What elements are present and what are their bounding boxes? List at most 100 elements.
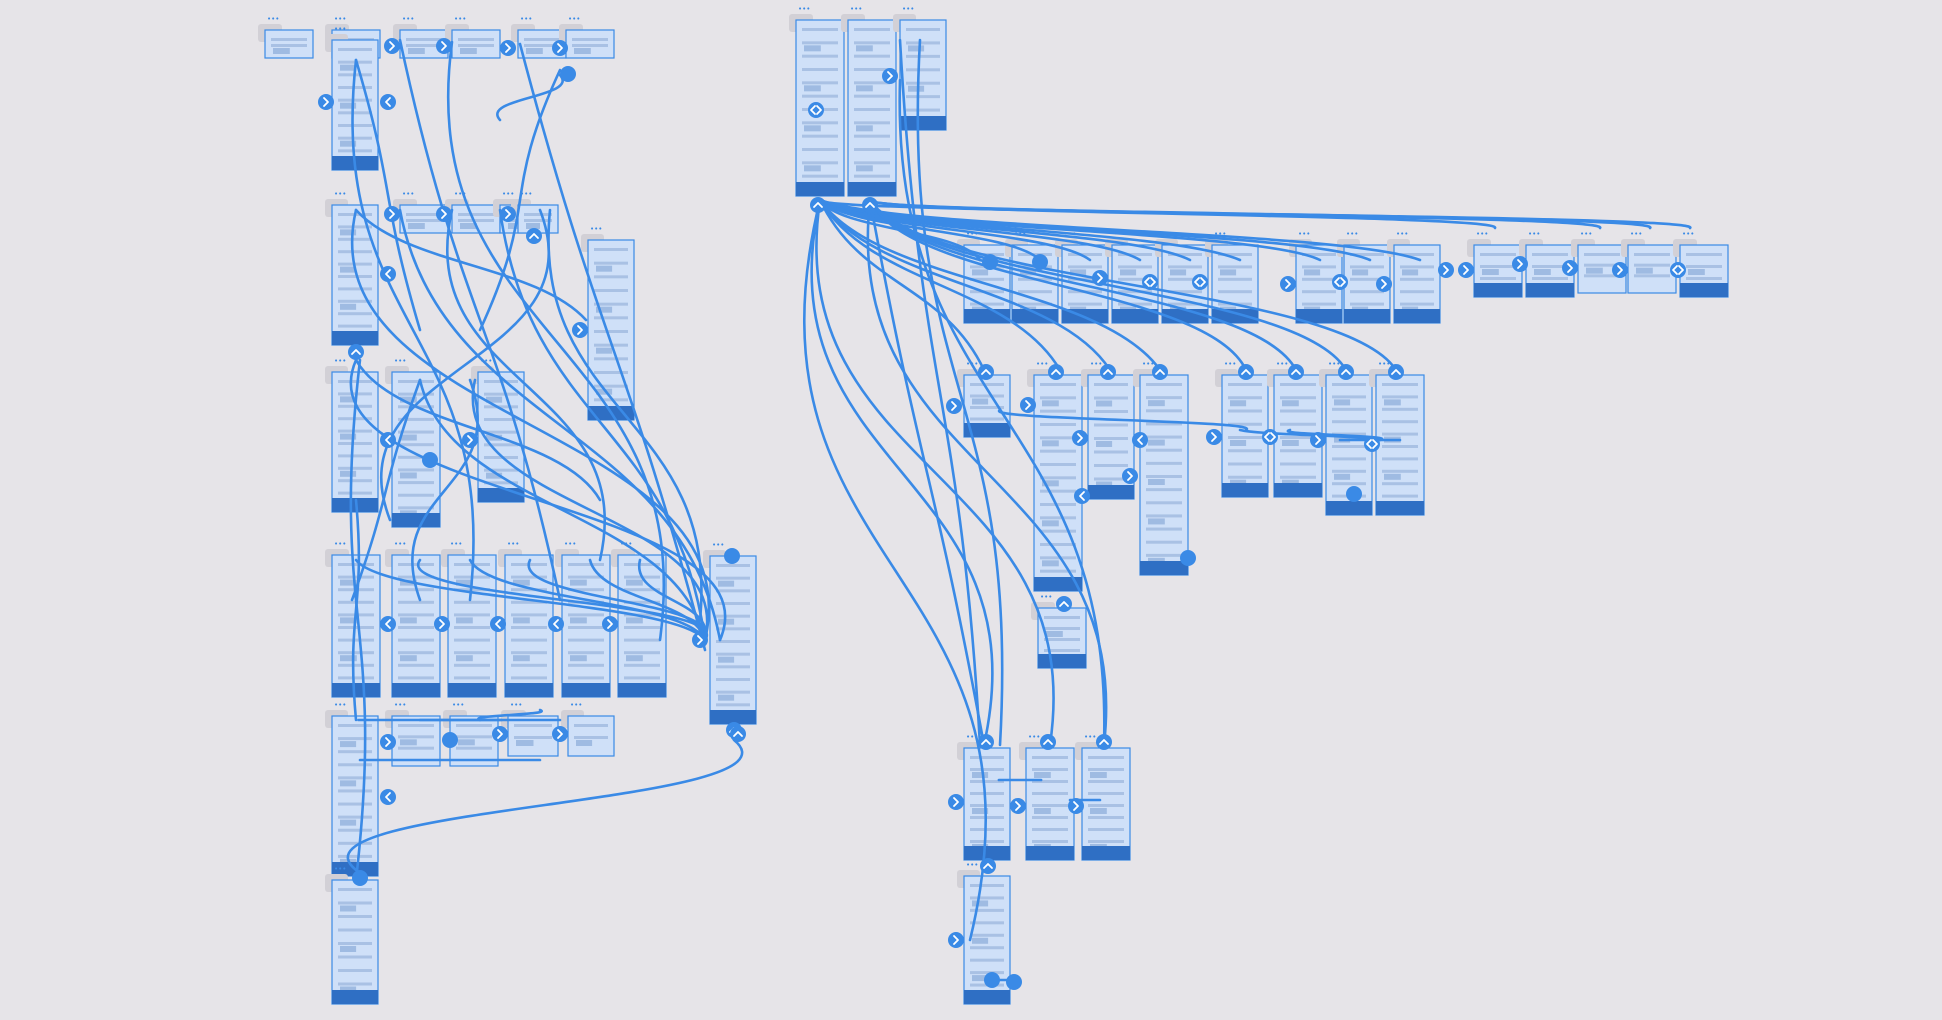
- chevron-up-icon[interactable]: [1238, 364, 1254, 380]
- chevron-right-icon[interactable]: [380, 734, 396, 750]
- prototype-link[interactable]: [818, 198, 1062, 372]
- artboard-menu-dots[interactable]: •••: [1580, 230, 1592, 238]
- artboard[interactable]: •••: [1027, 360, 1083, 592]
- chevron-up-icon[interactable]: [978, 364, 994, 380]
- chevron-right-icon[interactable]: [1020, 397, 1036, 413]
- artboard-menu-dots[interactable]: •••: [564, 540, 576, 548]
- prototype-link[interactable]: [818, 198, 1112, 372]
- chevron-right-icon[interactable]: [384, 206, 400, 222]
- chevron-right-icon[interactable]: [1072, 430, 1088, 446]
- link-anchor[interactable]: [560, 66, 576, 82]
- artboard-menu-dots[interactable]: •••: [450, 540, 462, 548]
- link-anchor[interactable]: [984, 972, 1000, 988]
- artboard-menu-dots[interactable]: •••: [507, 540, 519, 548]
- artboard-menu-dots[interactable]: •••: [1040, 593, 1052, 601]
- prototype-link[interactable]: [588, 558, 707, 642]
- prototype-link[interactable]: [478, 68, 562, 332]
- prototype-link[interactable]: [346, 738, 744, 872]
- prototype-link[interactable]: [349, 358, 727, 642]
- artboard-menu-dots[interactable]: •••: [966, 861, 978, 869]
- artboard-menu-dots[interactable]: •••: [1028, 733, 1040, 741]
- prototype-link[interactable]: [868, 198, 986, 747]
- artboard-menu-dots[interactable]: •••: [394, 701, 406, 709]
- artboard-menu-dots[interactable]: •••: [1298, 230, 1310, 238]
- artboard[interactable]: •••: [258, 15, 314, 59]
- chevron-up-icon[interactable]: [1096, 734, 1112, 750]
- artboard-menu-dots[interactable]: •••: [520, 190, 532, 198]
- artboard-menu-dots[interactable]: •••: [798, 5, 810, 13]
- chevron-right-icon[interactable]: [1310, 432, 1326, 448]
- artboard-menu-dots[interactable]: •••: [510, 701, 522, 709]
- link-anchor[interactable]: [422, 452, 438, 468]
- artboard-menu-dots[interactable]: •••: [1224, 360, 1236, 368]
- chevron-left-icon[interactable]: [380, 266, 396, 282]
- artboard[interactable]: •••: [893, 5, 947, 131]
- swap-icon[interactable]: [1192, 274, 1208, 290]
- swap-icon[interactable]: [1262, 429, 1278, 445]
- swap-icon[interactable]: [1332, 274, 1348, 290]
- artboard-menu-dots[interactable]: •••: [334, 701, 346, 709]
- link-anchor[interactable]: [442, 732, 458, 748]
- artboard[interactable]: •••: [957, 861, 1011, 1005]
- artboard[interactable]: •••: [1019, 733, 1075, 861]
- prototype-link[interactable]: [411, 378, 479, 602]
- chevron-right-icon[interactable]: [948, 794, 964, 810]
- chevron-right-icon[interactable]: [436, 38, 452, 54]
- chevron-up-icon[interactable]: [1388, 364, 1404, 380]
- chevron-right-icon[interactable]: [318, 94, 334, 110]
- artboard-menu-dots[interactable]: •••: [1036, 360, 1048, 368]
- artboard-menu-dots[interactable]: •••: [1630, 230, 1642, 238]
- artboard[interactable]: •••: [325, 25, 379, 171]
- artboard-menu-dots[interactable]: •••: [267, 15, 279, 23]
- artboard-menu-dots[interactable]: •••: [1396, 230, 1408, 238]
- artboard-menu-dots[interactable]: •••: [334, 190, 346, 198]
- chevron-right-icon[interactable]: [1458, 262, 1474, 278]
- artboard-menu-dots[interactable]: •••: [452, 701, 464, 709]
- prototype-link[interactable]: [1286, 428, 1384, 442]
- artboard[interactable]: •••: [441, 540, 497, 698]
- artboard[interactable]: •••: [789, 5, 845, 197]
- artboard-menu-dots[interactable]: •••: [1276, 360, 1288, 368]
- artboard-menu-dots[interactable]: •••: [1090, 360, 1102, 368]
- chevron-left-icon[interactable]: [380, 616, 396, 632]
- artboard-menu-dots[interactable]: •••: [454, 15, 466, 23]
- artboard[interactable]: •••: [325, 190, 379, 346]
- prototype-link[interactable]: [445, 208, 607, 562]
- chevron-right-icon[interactable]: [1612, 262, 1628, 278]
- link-anchor[interactable]: [1032, 254, 1048, 270]
- prototype-link[interactable]: [637, 558, 708, 642]
- artboard-menu-dots[interactable]: •••: [1528, 230, 1540, 238]
- artboard[interactable]: •••: [511, 190, 559, 234]
- chevron-up-icon[interactable]: [1338, 364, 1354, 380]
- link-anchor[interactable]: [352, 870, 368, 886]
- link-anchor[interactable]: [1006, 974, 1022, 990]
- prototype-link[interactable]: [418, 378, 707, 642]
- prototype-link[interactable]: [818, 198, 986, 372]
- artboard-menu-dots[interactable]: •••: [454, 190, 466, 198]
- prototype-link[interactable]: [398, 208, 722, 642]
- artboard-menu-dots[interactable]: •••: [966, 733, 978, 741]
- prototype-link[interactable]: [898, 38, 982, 747]
- chevron-right-icon[interactable]: [602, 616, 618, 632]
- chevron-left-icon[interactable]: [1074, 488, 1090, 504]
- chevron-up-icon[interactable]: [1100, 364, 1116, 380]
- artboard[interactable]: •••: [1673, 230, 1729, 298]
- prototype-link[interactable]: [818, 198, 1162, 372]
- prototype-link[interactable]: [477, 708, 543, 722]
- artboard-menu-dots[interactable]: •••: [394, 357, 406, 365]
- link-anchor[interactable]: [724, 548, 740, 564]
- chevron-left-icon[interactable]: [380, 432, 396, 448]
- artboard-menu-dots[interactable]: •••: [1476, 230, 1488, 238]
- artboard[interactable]: •••: [1621, 230, 1677, 294]
- chevron-up-icon[interactable]: [1288, 364, 1304, 380]
- chevron-right-icon[interactable]: [436, 206, 452, 222]
- artboard-menu-dots[interactable]: •••: [1084, 733, 1096, 741]
- artboard[interactable]: •••: [1215, 360, 1269, 498]
- prototype-link[interactable]: [518, 42, 707, 652]
- chevron-up-icon[interactable]: [978, 734, 994, 750]
- artboard-menu-dots[interactable]: •••: [902, 5, 914, 13]
- artboard[interactable]: •••: [555, 540, 611, 698]
- prototype-link[interactable]: [354, 58, 422, 332]
- chevron-right-icon[interactable]: [552, 40, 568, 56]
- chevron-up-icon[interactable]: [730, 726, 746, 742]
